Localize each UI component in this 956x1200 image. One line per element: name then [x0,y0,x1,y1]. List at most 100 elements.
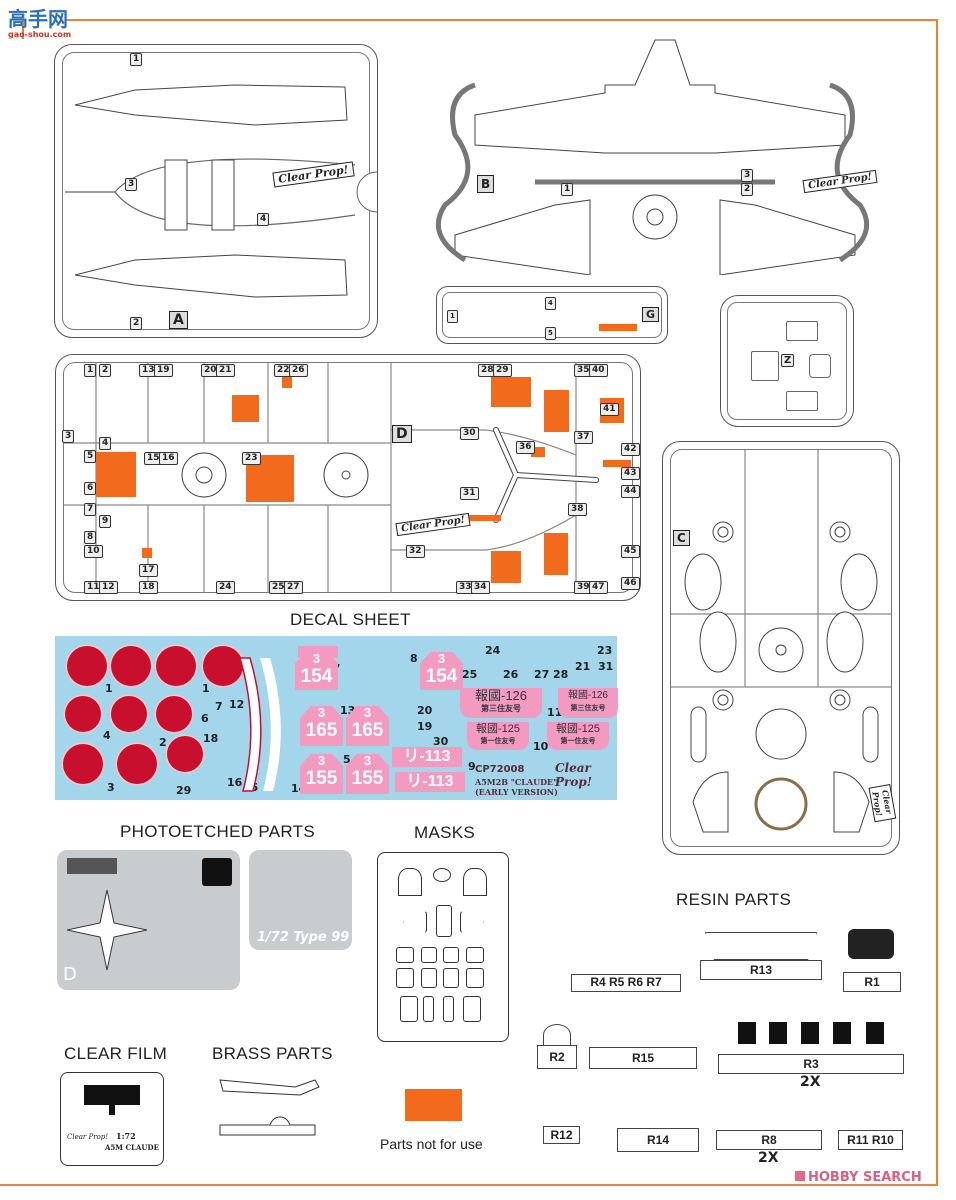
hokoku-decal: 報國-125 第一住友号 [467,722,529,750]
not-for-use-part [142,548,152,558]
not-for-use-part [603,460,631,467]
pe-fret-label: 1:72 A5M [61,988,158,1009]
decal-model-line2: (EARLY VERSION) [475,787,558,797]
resin-qty: 2X [800,1074,821,1090]
hokoku-decal: 報國-126 第三住友号 [558,688,618,718]
decal-number: 26 [503,668,519,681]
resin-label: R4 R5 R6 R7 [590,975,662,989]
brass-parts-drawing [219,1079,320,1136]
watermark-site: gao-shou.com [8,30,72,39]
part-number: 13 [139,364,158,377]
tail-number-bottom: 155 [351,768,384,789]
decal-number: 25 [462,668,478,681]
part-number: 4 [99,437,112,450]
resin-part-r14: R14 [617,1128,699,1152]
decal-number: 31 [598,660,614,673]
decal-code: CP72008 [475,764,525,775]
hokoku-sub: 第一住友号 [560,738,596,745]
resin-label: R15 [631,1051,654,1065]
mask-windscreen [398,868,422,896]
tail-number-decal: 3 165 [300,706,343,746]
hinomaru-decal [111,696,147,732]
decal-number: 4 [103,729,111,742]
sprue-a: 1 2 3 4 A Clear Prop! [54,44,378,338]
clear-film-scale: 1:72 [116,1131,136,1141]
resin-part-r4-r7: R4 R5 R6 R7 [571,974,681,992]
hinomaru-decal [203,646,243,686]
resin-label: R1 [864,975,880,989]
resin-label: R12 [550,1128,573,1142]
sprue-g: G 1 4 5 [436,286,668,344]
mask-panel [396,947,414,963]
decal-number: 18 [203,732,219,745]
pe-seat-part [202,858,232,886]
part-number: 1 [130,53,143,66]
decal-number: 2 [159,736,167,749]
not-for-use-part [544,390,569,432]
mask-panel [466,968,484,988]
fuselage-band-decals [238,657,281,792]
resin-label: R2 [549,1050,565,1064]
part-number: 37 [574,431,593,444]
mask-panel [396,968,414,988]
resin-label: R14 [646,1133,669,1147]
decal-number: 30 [433,735,449,748]
sprue-label: D [392,425,412,443]
decal-number: 5 [343,753,351,766]
part-number: 2 [130,317,143,330]
part-number: 3 [125,178,138,191]
hokoku-sub: 第三住友号 [570,705,606,712]
tail-number-bottom: 165 [351,720,384,741]
tail-number-decal: 3 155 [300,754,343,794]
resin-part-r13: R13 [700,960,822,980]
clear-film-title: CLEAR FILM [64,1044,168,1063]
resin-part-r15: R15 [589,1047,697,1069]
resin-part-r12: R12 [543,1126,580,1144]
part-number: 42 [621,443,640,456]
clear-film-brand: Clear Prop! [67,1133,109,1141]
hobby-search-text: HOBBY SEARCH [808,1170,922,1185]
resin-r3-cylinder [801,1022,819,1044]
hokoku-main: 報國-126 [474,688,528,703]
decal-number: 10 [533,740,549,753]
hokoku-sub: 第一住友号 [480,738,516,745]
not-for-use-part [232,395,259,422]
resin-r2-dome [543,1024,571,1046]
decal-sheet-title: DECAL SHEET [290,610,411,629]
mask-panel [421,947,437,963]
sprue-b: B 1 2 3 Clear Prop! [425,35,880,275]
pe-star-part [67,890,147,970]
tail-number-top: 3 [363,753,372,768]
tail-number-bottom: 154 [425,666,458,687]
hokoku-decal: 報國-126 第三住友号 [460,688,542,718]
hobby-search-icon [795,1171,805,1181]
resin-r3-cylinder [866,1022,884,1044]
tail-number-top: 3 [312,651,321,666]
decal-number: 27 [534,668,550,681]
clear-film-name: A5M CLAUDE [105,1143,159,1152]
part-number: 5 [545,327,556,340]
sprue-b-drawing [435,39,870,275]
part-number: 3 [62,430,75,443]
tail-number-bottom: 155 [305,768,338,789]
resin-r1-engine [848,929,894,959]
resin-r3-cylinder [833,1022,851,1044]
part-number: 32 [406,545,425,558]
part-number: 44 [621,485,640,498]
resin-part-r2: R2 [537,1045,577,1069]
resin-label: R11 R10 [847,1133,894,1147]
sprue-label: B [477,175,495,193]
part-number: 11 [84,581,103,594]
tail-number-decal: 3 154 [295,652,338,690]
decal-number: 1 [202,682,210,695]
decal-sheet: 1 1 4 2 3 6 7 12 18 16 15 29 14 17 22 13… [55,636,618,800]
part-number: 38 [568,503,587,516]
not-for-use-part [491,377,531,407]
part-number: 24 [216,581,235,594]
pe-fret-letter: D [63,964,77,985]
resin-part-r11-r10: R11 R10 [838,1130,903,1150]
decal-number: 21 [575,660,591,673]
decal-number: 28 [553,668,569,681]
resin-part-r3: R3 [718,1054,904,1074]
part-number: 34 [471,581,490,594]
